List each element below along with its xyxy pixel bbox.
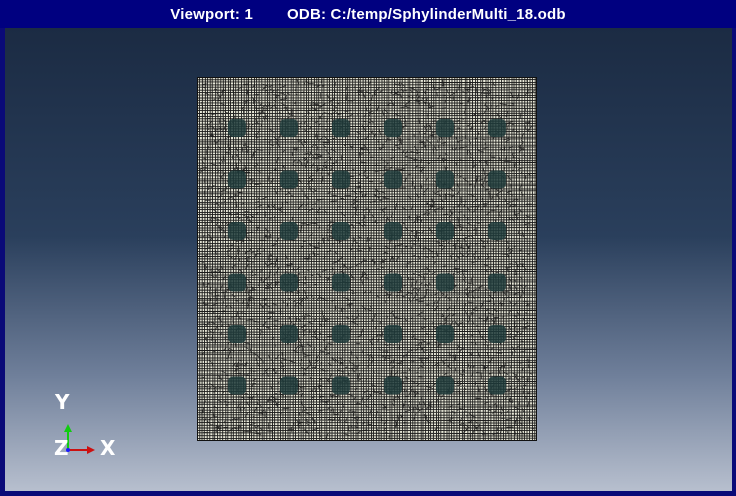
mesh-inclusion: [332, 222, 350, 240]
mesh-inclusion: [280, 119, 298, 137]
mesh-inclusion: [384, 222, 402, 240]
viewport-canvas[interactable]: Y Z X: [5, 28, 732, 491]
odb-path-label: ODB: C:/temp/SphylinderMulti_18.odb: [287, 5, 566, 23]
mesh-inclusion: [228, 222, 246, 240]
mesh-inclusion: [436, 222, 454, 240]
mesh-inclusion: [436, 273, 454, 292]
mesh-inclusion: [488, 170, 506, 189]
mesh-inclusion: [280, 222, 298, 240]
mesh-inclusion: [488, 222, 506, 240]
mesh-inclusion: [488, 119, 506, 137]
mesh-inclusion: [332, 273, 350, 292]
x-axis-label: X: [100, 436, 116, 460]
mesh-inclusion: [436, 325, 454, 343]
mesh-inclusion: [384, 170, 402, 189]
mesh-inclusion: [384, 325, 402, 343]
y-arrow-head: [64, 424, 72, 432]
mesh-inclusion: [488, 325, 506, 343]
mesh-inclusion: [280, 170, 298, 189]
mesh-inclusion: [384, 376, 402, 395]
mesh-inclusion: [332, 325, 350, 343]
z-axis-label: Z: [54, 436, 69, 460]
mesh-inclusion: [280, 325, 298, 343]
triad-arrows: [64, 424, 95, 454]
viewport-label: Viewport: 1: [170, 5, 254, 23]
mesh-inclusion: [228, 325, 246, 343]
mesh-inclusion: [228, 170, 246, 189]
mesh-inclusion: [436, 119, 454, 137]
mesh-inclusion: [280, 273, 298, 292]
mesh-inclusion: [332, 170, 350, 189]
axis-triad: [49, 388, 139, 468]
viewport-title-bar: Viewport: 1 ODB: C:/temp/SphylinderMulti…: [0, 0, 736, 28]
z-axis-dot: [66, 448, 70, 452]
mesh-inclusion: [436, 170, 454, 189]
mesh-inclusion: [488, 273, 506, 292]
mesh-inclusion: [384, 273, 402, 292]
mesh-inclusion: [488, 376, 506, 395]
mesh-inclusion: [228, 273, 246, 292]
mesh-inclusion: [332, 119, 350, 137]
y-axis-label: Y: [55, 390, 70, 414]
mesh-inclusion: [332, 376, 350, 395]
mesh-inclusion: [228, 119, 246, 137]
mesh-inclusion: [436, 376, 454, 395]
mesh-inclusion: [228, 376, 246, 395]
finite-element-mesh[interactable]: [197, 77, 537, 441]
mesh-border: [197, 77, 537, 441]
mesh-drawing: [197, 77, 537, 441]
mesh-inclusion: [384, 119, 402, 137]
x-arrow-head: [87, 446, 95, 454]
mesh-grid-lines: [197, 77, 537, 441]
mesh-inclusion: [280, 376, 298, 395]
